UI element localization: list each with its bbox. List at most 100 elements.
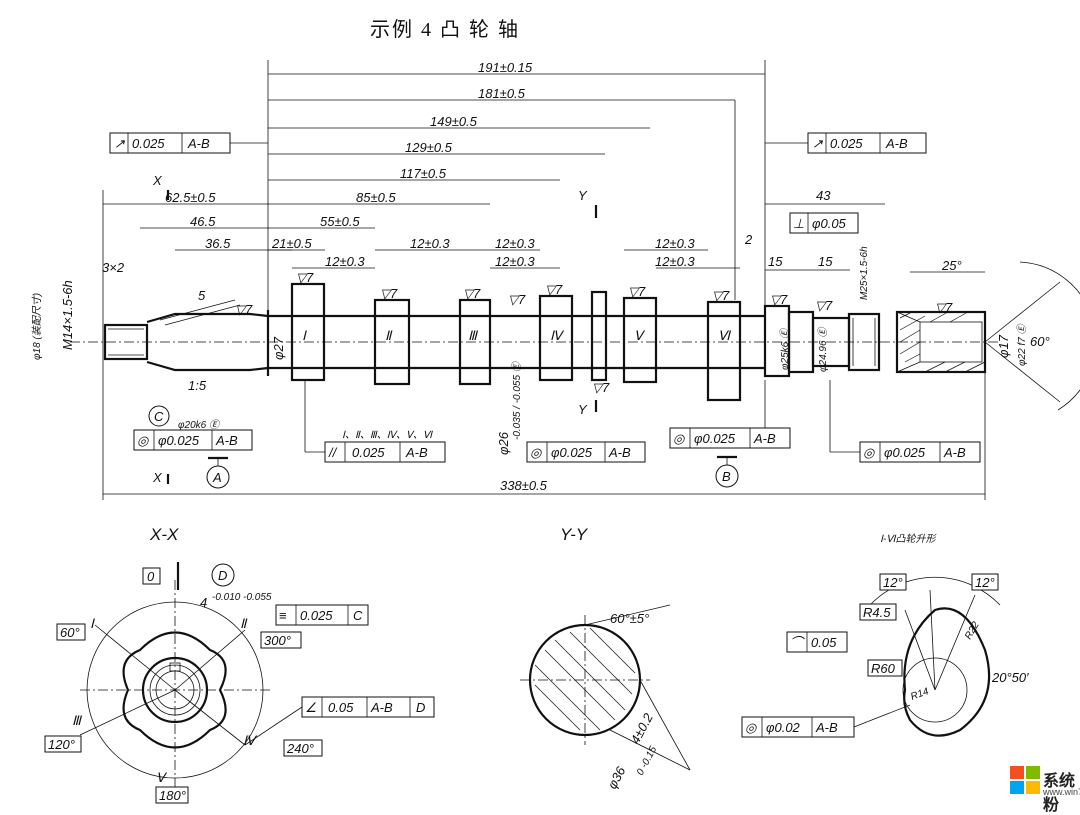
dim-12-6: 12±0.3 — [655, 254, 695, 269]
dim-85: 85±0.5 — [356, 190, 396, 205]
tol-parallelism: Ⅰ、Ⅱ、Ⅲ、Ⅳ、Ⅴ、Ⅵ // 0.025 A-B — [304, 380, 446, 463]
dim-phi17: φ17 — [996, 334, 1011, 358]
dim-12-1: 12±0.3 — [325, 254, 365, 269]
svg-text:A-B: A-B — [187, 136, 210, 151]
section-y-bottom: Y — [578, 402, 588, 417]
yy-phi36: φ36 — [604, 763, 628, 791]
dim-12-3: 12±0.3 — [495, 236, 535, 251]
datum-a: A — [206, 456, 230, 489]
svg-text:◎: ◎ — [745, 720, 758, 735]
tol-perpendicularity: ⊥ φ0.05 — [789, 212, 859, 234]
cam-label-5: Ⅴ — [634, 328, 646, 343]
dim-181: 181±0.5 — [478, 86, 526, 101]
tol-angularity: ∠ 0.05 A-B D — [244, 696, 435, 746]
svg-text:Ⅲ: Ⅲ — [72, 713, 83, 728]
dim-21: 21±0.5 — [271, 236, 312, 251]
svg-text:R4.5: R4.5 — [863, 605, 891, 620]
svg-text:A-B: A-B — [815, 720, 838, 735]
cam-label-2: Ⅱ — [385, 328, 393, 343]
dim-phi20k6: φ20k6 Ⓔ — [178, 419, 221, 431]
svg-text:▽7: ▽7 — [935, 300, 953, 315]
svg-text:▽7: ▽7 — [545, 282, 563, 297]
svg-text:180°: 180° — [159, 788, 186, 803]
datum-b: B — [715, 455, 739, 488]
svg-text:▽7: ▽7 — [770, 292, 788, 307]
svg-text:A-B: A-B — [215, 433, 238, 448]
svg-text:A-B: A-B — [370, 700, 393, 715]
svg-text:0.025: 0.025 — [830, 136, 863, 151]
cam-III — [458, 298, 492, 386]
cam-V — [622, 296, 658, 384]
svg-text:A-B: A-B — [405, 445, 428, 460]
tol-coax-right: ◎ φ0.025 A-B — [829, 380, 981, 463]
dim-3x2: 3×2 — [102, 260, 125, 275]
svg-text:0.05: 0.05 — [811, 635, 837, 650]
svg-text:12°: 12° — [975, 575, 995, 590]
yy-angle: 60°±5° — [610, 611, 649, 626]
svg-text:240°: 240° — [286, 741, 314, 756]
dim-taper: 1:5 — [188, 378, 207, 393]
section-y-top: Y — [578, 188, 588, 203]
cam-profile-title: Ⅰ-Ⅵ凸轮升形 — [880, 533, 938, 545]
svg-text:0.05: 0.05 — [328, 700, 354, 715]
svg-text:12°: 12° — [883, 575, 903, 590]
svg-text:-0.010 -0.055: -0.010 -0.055 — [212, 592, 272, 603]
dim-phi24: φ24.96 Ⓔ — [817, 326, 829, 372]
dim-55: 55±0.5 — [320, 214, 360, 229]
svg-text:R60: R60 — [871, 661, 896, 676]
tol-runout-left: ↗ 0.025 A-B — [109, 132, 268, 154]
dim-5: 5 — [198, 288, 206, 303]
svg-text:▽7: ▽7 — [592, 380, 610, 395]
cam-label-3: Ⅲ — [468, 328, 479, 343]
cam-VI — [706, 300, 742, 402]
svg-text:φ0.025: φ0.025 — [884, 445, 926, 460]
svg-text:▽7: ▽7 — [712, 288, 730, 303]
svg-text:A-B: A-B — [753, 431, 776, 446]
svg-text:φ0.025: φ0.025 — [158, 433, 200, 448]
svg-text:⊥: ⊥ — [793, 216, 804, 231]
yy-phi36-tol: 0 -0.15 — [635, 744, 660, 777]
dim-149: 149±0.5 — [430, 114, 478, 129]
svg-text:C: C — [154, 409, 164, 424]
dim-338: 338±0.5 — [500, 478, 548, 493]
cam-label-1: Ⅰ — [302, 328, 307, 343]
dim-129: 129±0.5 — [405, 140, 453, 155]
dim-12-2: 12±0.3 — [410, 236, 450, 251]
cam-label-6: Ⅵ — [718, 328, 732, 343]
dim-2: 2 — [744, 232, 753, 247]
svg-text:4: 4 — [200, 595, 207, 610]
svg-text:▽7: ▽7 — [235, 302, 253, 317]
svg-text:0.025: 0.025 — [132, 136, 165, 151]
svg-text:≡: ≡ — [279, 608, 287, 623]
xx-annotations: 0 D 4 -0.010 -0.055 60° 300° 120° 240° 1… — [44, 562, 323, 804]
tol-coax-b: ◎ φ0.025 A-B — [669, 380, 791, 449]
dim-phi26: φ26 — [496, 431, 511, 455]
cam-II — [373, 298, 411, 386]
cam-profile-view — [869, 576, 1001, 737]
dim-phi26-tol: -0.035 / -0.055 Ⓔ — [511, 360, 523, 440]
eccentric — [590, 290, 608, 382]
svg-text:A-B: A-B — [943, 445, 966, 460]
section-x-top: X — [152, 173, 163, 188]
drawing-title: 示例 4 凸 轮 轴 — [370, 18, 520, 41]
dim-191: 191±0.15 — [478, 60, 533, 75]
svg-text:20°50′: 20°50′ — [991, 670, 1029, 685]
cam-annotations: 12° 12° R4.5 R60 R22 R14 20°50′ — [859, 573, 1029, 703]
svg-text:B: B — [722, 469, 731, 484]
svg-text:↗: ↗ — [114, 136, 125, 151]
svg-text:▽7: ▽7 — [508, 292, 526, 307]
svg-text:◎: ◎ — [863, 445, 876, 460]
svg-text:φ0.05: φ0.05 — [812, 216, 847, 231]
svg-text:▽7: ▽7 — [628, 284, 646, 299]
svg-text:Ⅱ: Ⅱ — [240, 616, 248, 631]
svg-text:Ⅰ: Ⅰ — [90, 616, 95, 631]
dim-phi18: φ18 (装配尺寸) — [31, 293, 43, 360]
dim-15a: 15 — [768, 254, 783, 269]
svg-text:∠: ∠ — [305, 700, 317, 715]
svg-text:0: 0 — [147, 569, 155, 584]
svg-text:▽7: ▽7 — [380, 286, 398, 301]
section-xx-view — [79, 580, 270, 800]
section-x-bottom: X — [152, 470, 163, 485]
dim-43: 43 — [816, 188, 831, 203]
section-yy-view — [520, 604, 691, 771]
